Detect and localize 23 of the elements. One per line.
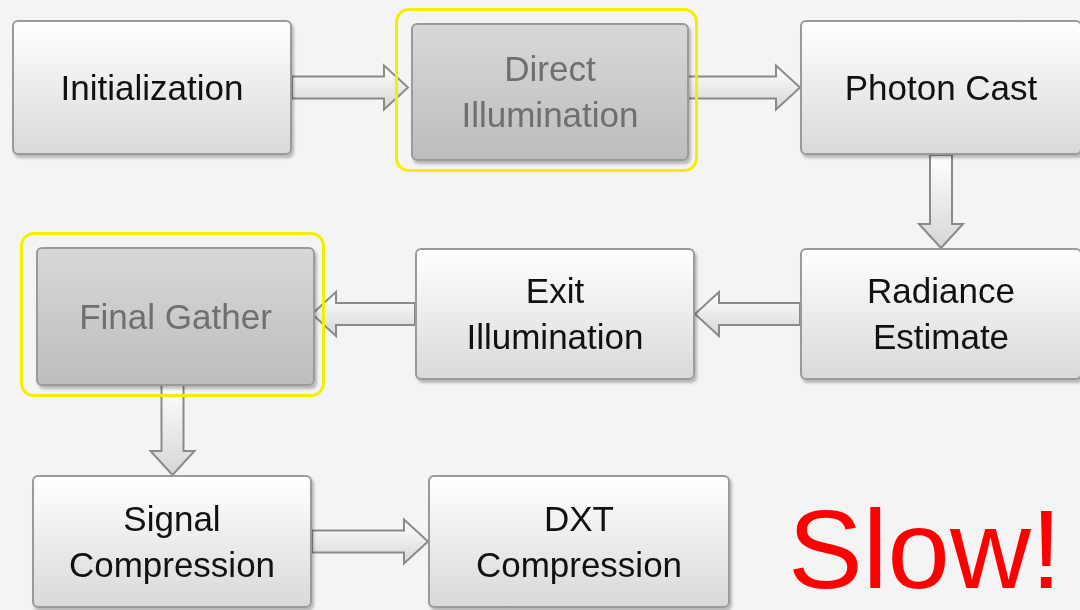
process-box [411, 23, 689, 161]
process-box [800, 248, 1080, 380]
process-label: Final Gather [79, 295, 272, 338]
process-box [36, 247, 315, 386]
process-label: Exit Illumination [465, 270, 645, 358]
process-label: Photon Cast [844, 66, 1038, 109]
block-arrow [291, 63, 410, 112]
highlight-frame [20, 232, 325, 397]
process-label: Radiance Estimate [866, 270, 1016, 358]
process-box [32, 475, 312, 608]
process-label: DXT Compression [474, 497, 684, 586]
process-label: Initialization [60, 66, 244, 109]
process-label: Signal Compression [67, 497, 277, 586]
process-box [415, 248, 695, 380]
block-arrow [311, 517, 430, 566]
warning-text: Slow! [788, 490, 1062, 610]
process-label: Direct Illumination [460, 48, 640, 136]
block-arrow [693, 289, 801, 339]
process-box [12, 20, 292, 155]
highlight-frame [395, 8, 698, 172]
process-box [800, 20, 1080, 155]
process-box [428, 475, 730, 608]
block-arrow [916, 154, 966, 250]
